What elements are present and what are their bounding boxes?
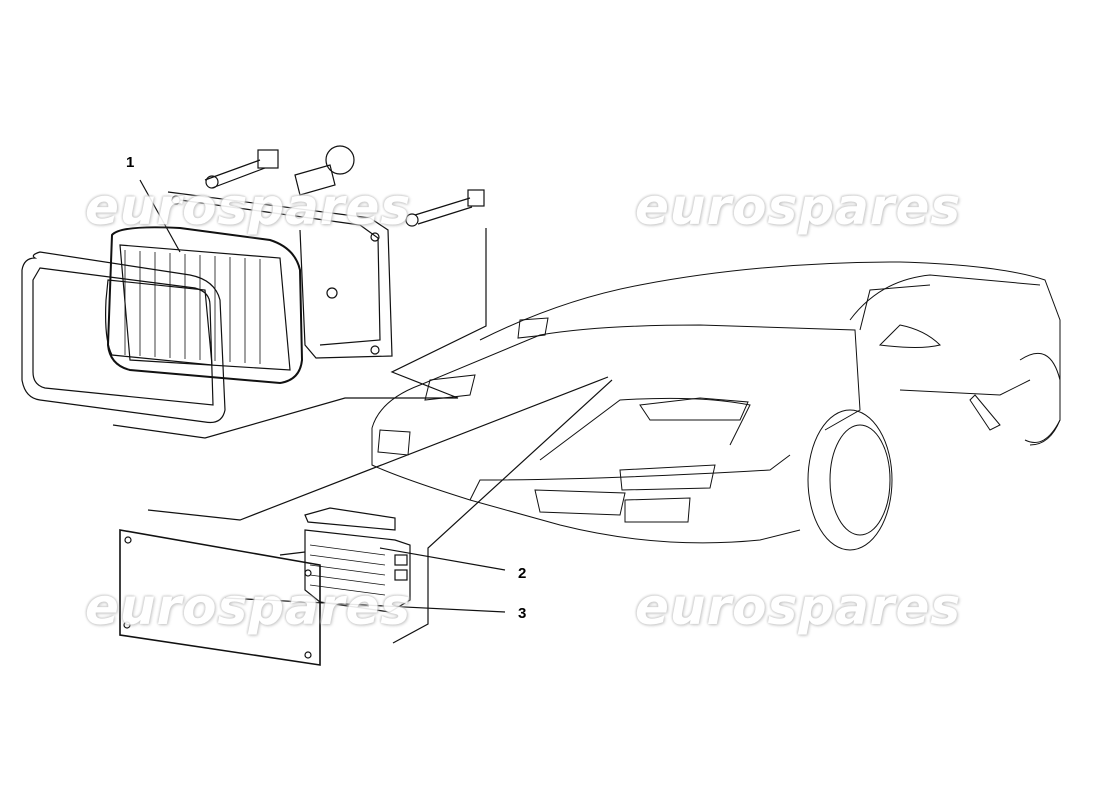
callout-1: 1	[126, 154, 135, 171]
watermark: eurospares	[635, 178, 962, 236]
callout-2: 2	[518, 565, 527, 582]
callout-3: 3	[518, 605, 527, 622]
car-outline	[371, 261, 1061, 551]
headlamp-lens	[105, 226, 304, 385]
bracket-lines	[112, 179, 613, 644]
watermark: eurospares	[635, 578, 962, 636]
bulbs-and-adjusters	[204, 145, 485, 227]
leader-line-2	[379, 547, 506, 571]
watermark: eurospares	[85, 578, 412, 636]
headlamp-bezel	[21, 251, 226, 424]
leader-line-3	[224, 597, 506, 613]
leader-line-1	[139, 179, 181, 253]
watermark: eurospares	[85, 178, 412, 236]
control-module	[279, 507, 411, 613]
headlamp-housing	[167, 191, 393, 359]
